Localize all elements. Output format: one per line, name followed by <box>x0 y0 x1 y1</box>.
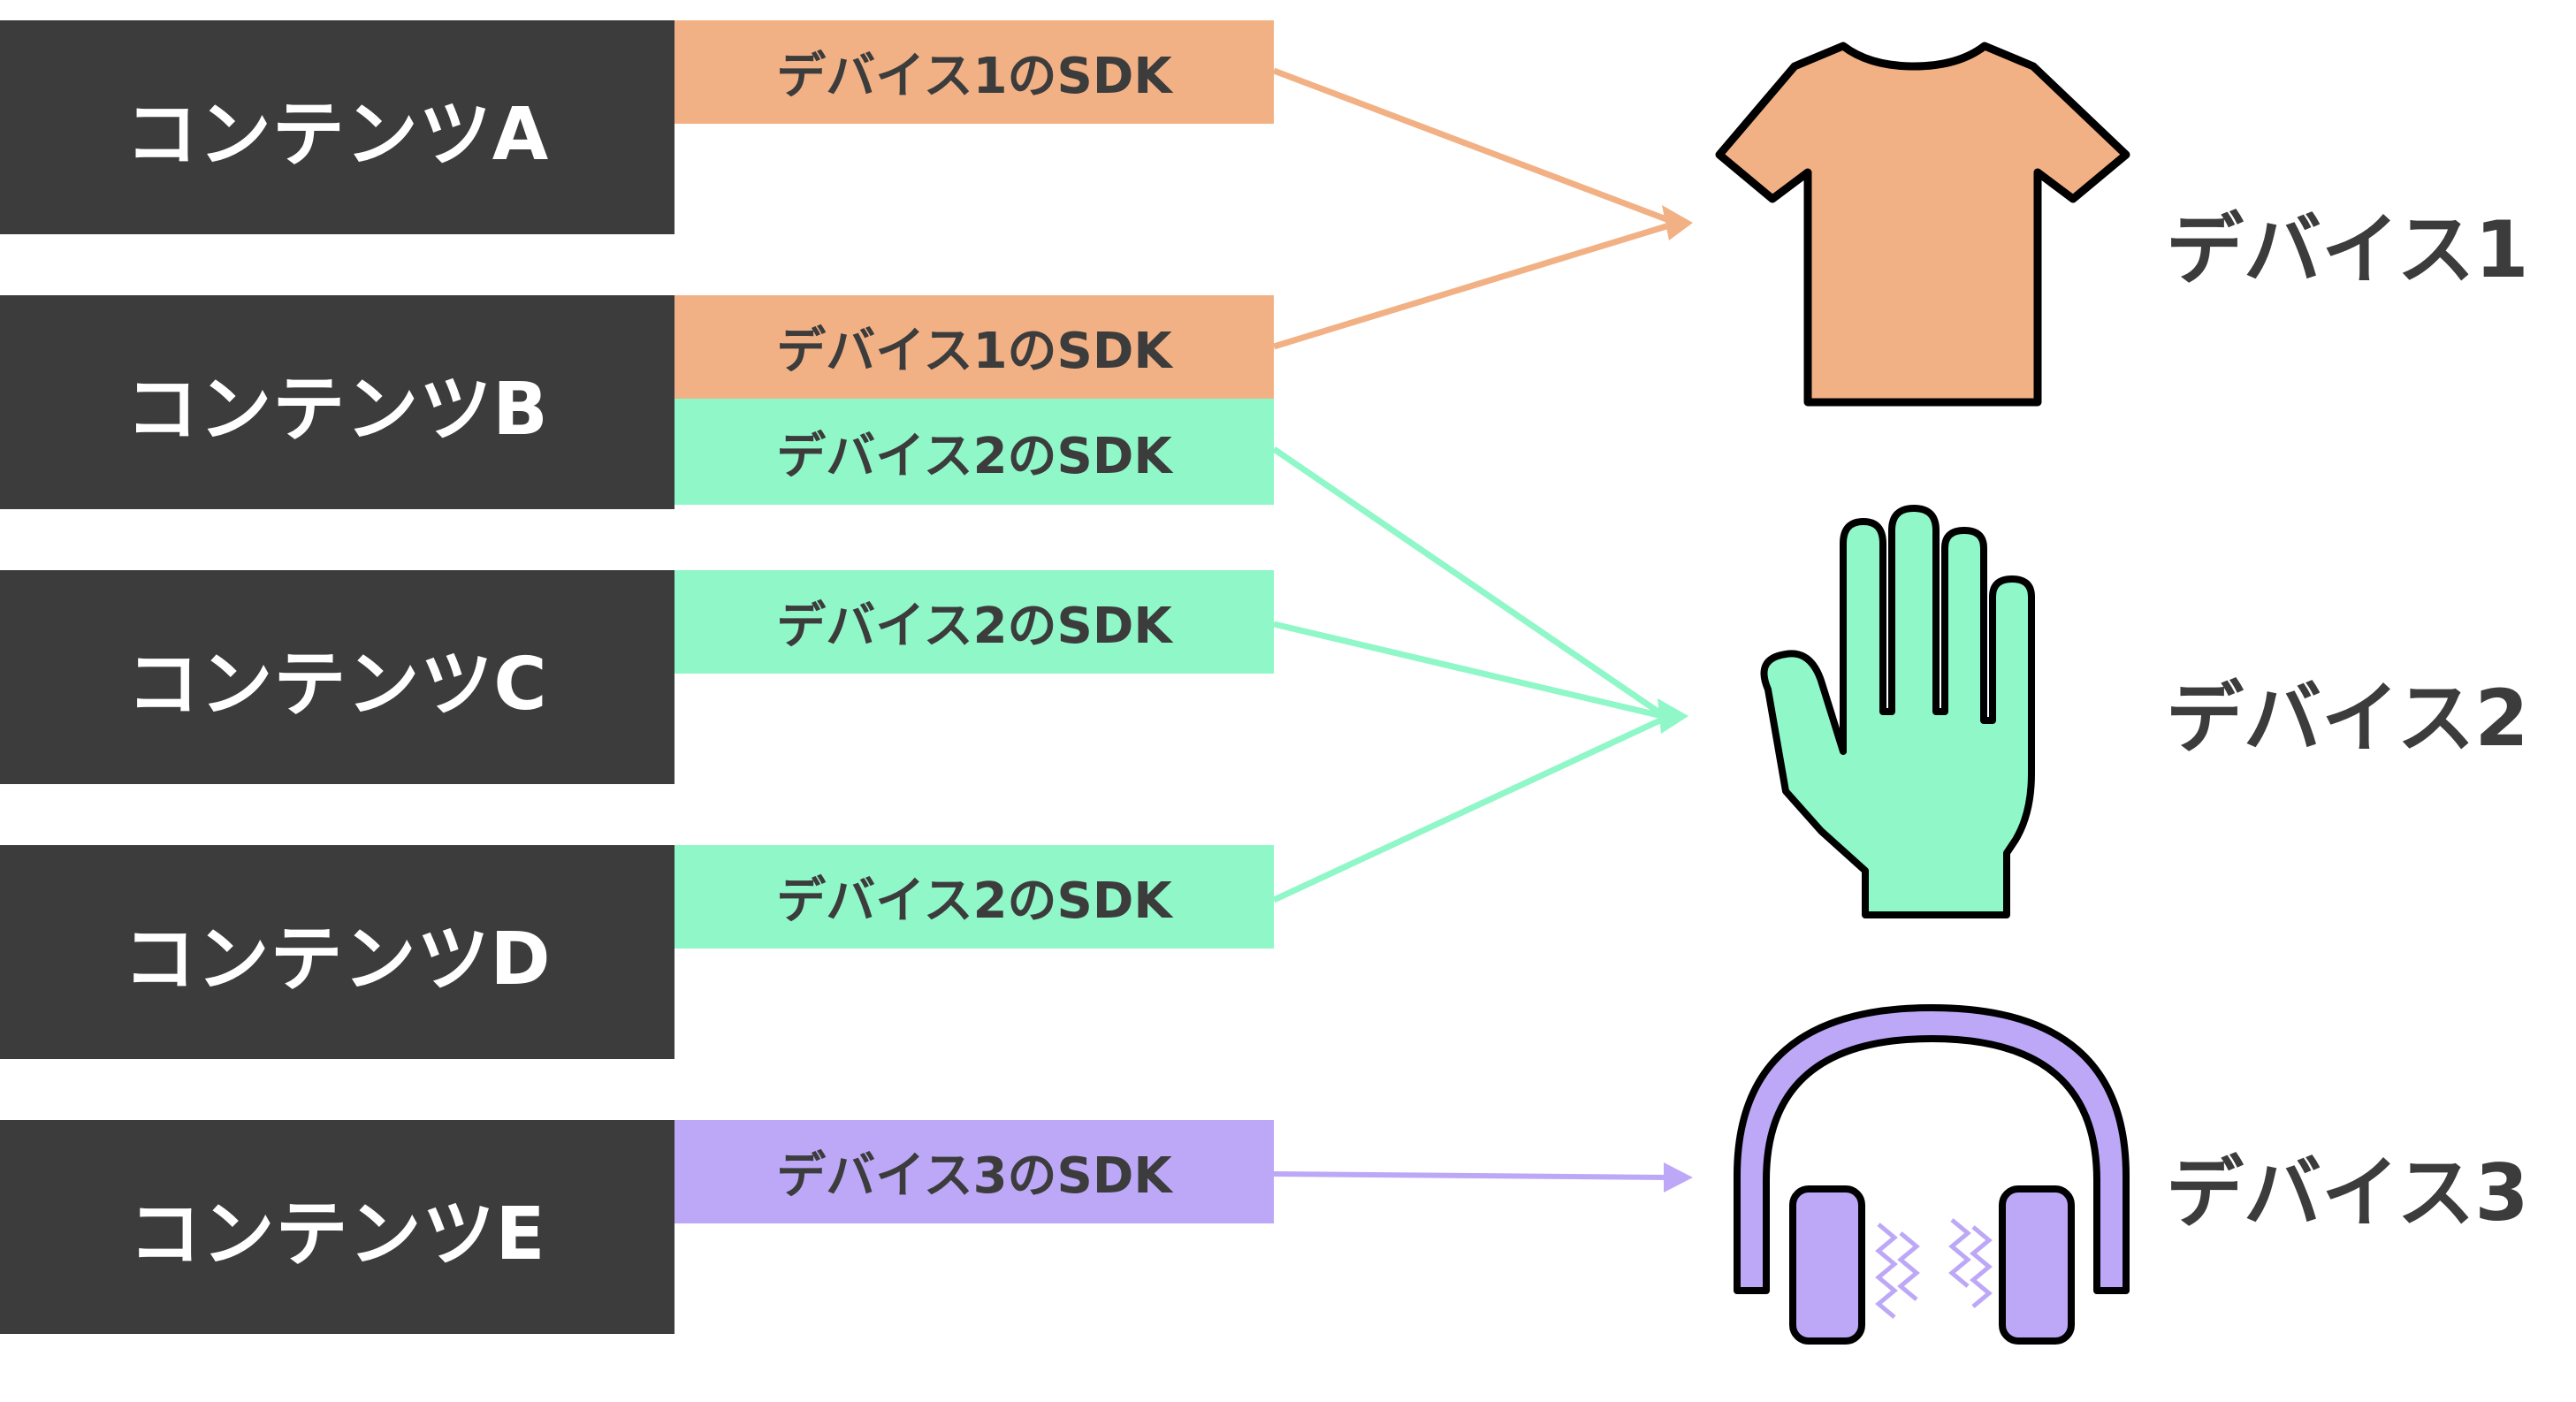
arrowhead-device1 <box>1662 205 1693 240</box>
arrowhead-device2 <box>1658 698 1688 734</box>
device-1-label: デバイス1 <box>2166 203 2529 295</box>
arrows-device-1 <box>1272 67 1693 350</box>
content-e: コンテンツE <box>0 1120 674 1334</box>
sdk-label-d-device2: デバイス2のSDK <box>674 845 1274 949</box>
device-2-label: デバイス2 <box>2166 672 2529 764</box>
arrow-sdk1-b-to-device1 <box>1272 223 1668 350</box>
arrows-device-2 <box>1272 446 1688 903</box>
glove-icon <box>1760 505 2035 918</box>
headphones-icon <box>1734 1004 2130 1345</box>
arrow-sdk1-a-to-device1 <box>1272 67 1668 223</box>
content-a: コンテンツA <box>0 20 674 234</box>
device-3-label: デバイス3 <box>2166 1147 2529 1238</box>
content-b: コンテンツB <box>0 295 674 509</box>
arrow-sdk3-e-to-device3 <box>1273 1171 1667 1180</box>
arrowhead-device3 <box>1664 1162 1693 1192</box>
arrow-sdk2-b-to-device2 <box>1272 446 1664 717</box>
arrow-sdk2-d-to-device2 <box>1272 716 1664 903</box>
sdk-label-b-device2: デバイス2のSDK <box>674 399 1274 505</box>
sdk-label-e-device3: デバイス3のSDK <box>674 1120 1274 1223</box>
content-c: コンテンツC <box>0 570 674 784</box>
arrow-sdk2-c-to-device2 <box>1273 621 1663 720</box>
arrows-device-3 <box>1273 1162 1693 1192</box>
sdk-label-a-device1: デバイス1のSDK <box>674 20 1274 124</box>
sdk-label-b-device1: デバイス1のSDK <box>674 295 1274 399</box>
sdk-label-c-device2: デバイス2のSDK <box>674 570 1274 674</box>
t-shirt-icon <box>1715 42 2130 407</box>
content-d: コンテンツD <box>0 845 674 1059</box>
